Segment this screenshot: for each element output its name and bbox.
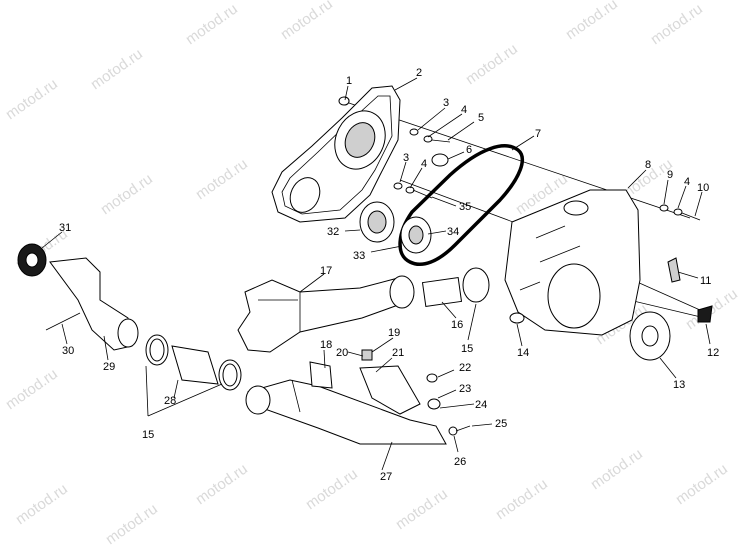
callout-labels: 1 2 3 4 5 6 7 3 4 35 8 9 4 10 31 32 34 3… <box>59 67 719 483</box>
watermark: motod.ru <box>193 460 251 508</box>
callout-18: 18 <box>320 339 332 351</box>
cover-seal-parts <box>629 257 713 361</box>
callout-10: 10 <box>697 182 709 194</box>
callout-29: 29 <box>103 361 115 373</box>
callout-5: 5 <box>478 112 484 124</box>
callout-20: 20 <box>336 347 348 359</box>
watermark: motod.ru <box>3 75 61 123</box>
callout-33: 33 <box>353 250 365 262</box>
callout-8: 8 <box>645 159 651 171</box>
watermark: motod.ru <box>183 0 241 48</box>
lower-shield <box>245 379 447 445</box>
callout-9: 9 <box>667 169 673 181</box>
callout-31: 31 <box>59 222 71 234</box>
callout-27: 27 <box>380 471 392 483</box>
callout-14: 14 <box>517 347 529 359</box>
watermark: motod.ru <box>673 460 731 508</box>
watermark: motod.ru <box>393 485 451 533</box>
callout-13: 13 <box>673 379 685 391</box>
watermark: motod.ru <box>3 365 61 413</box>
callout-17: 17 <box>320 265 332 277</box>
callout-3: 3 <box>443 97 449 109</box>
inner-clutch-cover <box>271 85 401 223</box>
callout-6: 6 <box>466 144 472 156</box>
watermark: motod.ru <box>493 475 551 523</box>
leader-lines <box>41 77 711 471</box>
watermark: motod.ru <box>88 45 146 93</box>
callout-34: 34 <box>447 226 459 238</box>
watermark: motod.ru <box>588 445 646 493</box>
watermark: motod.ru <box>463 40 521 88</box>
callout-24: 24 <box>475 399 487 411</box>
intake-duct <box>237 267 490 353</box>
callout-4: 4 <box>461 104 467 116</box>
watermark: motod.ru <box>13 480 71 528</box>
callout-19: 19 <box>388 327 400 339</box>
watermark: motod.ru <box>648 0 706 48</box>
watermark: motod.ru <box>193 155 251 203</box>
callout-1: 1 <box>346 75 352 87</box>
callout-11: 11 <box>700 275 711 287</box>
callout-28: 28 <box>164 395 176 407</box>
callout-2: 2 <box>416 67 422 79</box>
callout-32: 32 <box>327 226 339 238</box>
clamp-and-tube <box>145 334 242 391</box>
callout-7: 7 <box>535 128 541 140</box>
watermark: motod.ru <box>303 465 361 513</box>
callout-4b: 4 <box>421 158 427 170</box>
callout-21: 21 <box>392 347 404 359</box>
watermark: motod.ru <box>563 0 621 43</box>
callout-22: 22 <box>459 362 471 374</box>
bracket-hardware <box>309 349 471 436</box>
small-hardware <box>338 96 701 254</box>
watermark: motod.ru <box>98 170 156 218</box>
callout-25: 25 <box>495 418 507 430</box>
callout-15-lower: 15 <box>142 429 154 441</box>
outer-clutch-cover <box>504 189 641 336</box>
callout-26: 26 <box>454 456 466 468</box>
callout-15-upper: 15 <box>461 343 473 355</box>
callout-30: 30 <box>62 345 74 357</box>
callout-3b: 3 <box>403 152 409 164</box>
callout-35: 35 <box>459 201 471 213</box>
watermark: motod.ru <box>278 0 336 43</box>
callout-16: 16 <box>451 319 463 331</box>
watermark: motod.ru <box>103 500 161 548</box>
callout-4c: 4 <box>684 176 690 188</box>
outlet-duct <box>17 243 139 351</box>
callout-12: 12 <box>707 347 719 359</box>
callout-23: 23 <box>459 383 471 395</box>
